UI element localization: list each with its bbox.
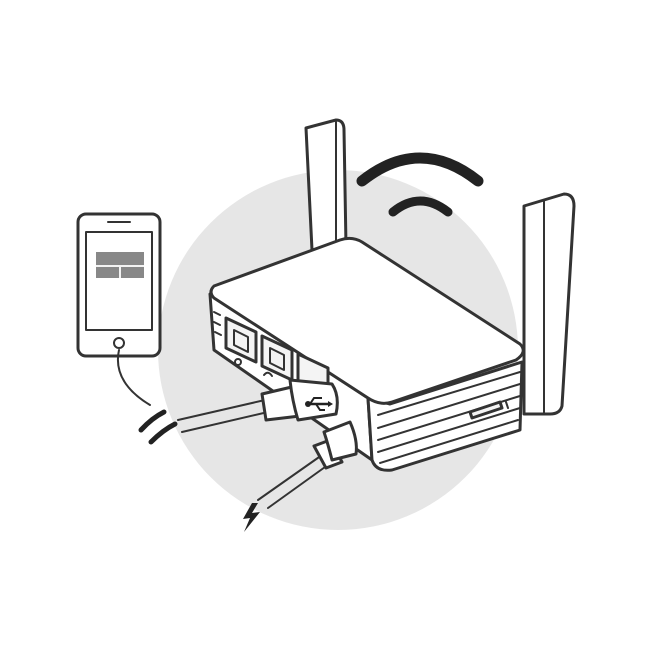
wifi-signal-icon (356, 152, 484, 217)
ethernet-port-left (224, 316, 258, 364)
front-vents (213, 311, 222, 336)
usb-cable (177, 378, 339, 433)
reset-icon (263, 371, 273, 377)
smartphone (76, 212, 162, 358)
power-cable (257, 420, 358, 509)
router (208, 236, 525, 472)
lightning-bolt-icon (243, 503, 260, 532)
cable-break-icon (138, 409, 178, 445)
right-antenna (522, 192, 576, 416)
left-antenna (304, 118, 348, 252)
phone-home-button (113, 337, 125, 349)
usb-icon (305, 397, 333, 411)
reset-button (234, 358, 242, 366)
sd-card-slot (468, 400, 509, 420)
phone-cable (117, 349, 151, 406)
